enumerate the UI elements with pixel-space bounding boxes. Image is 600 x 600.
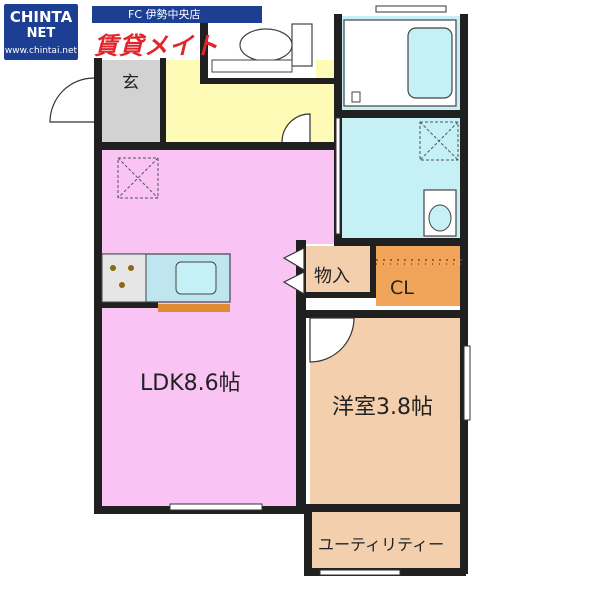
utility-label: ユーティリティー — [318, 535, 444, 554]
brand-name: 賃貸メイト — [94, 32, 219, 60]
windows — [169, 5, 471, 576]
logo-main-text: CHINTA — [9, 8, 73, 26]
storage-doors — [282, 247, 305, 296]
kitchen-sink — [175, 261, 217, 295]
chintai-logo: CHINTA NET www.chintai.net — [4, 4, 78, 60]
western-room-door — [309, 317, 355, 363]
shower-unit — [351, 91, 361, 103]
logo-url-text: www.chintai.net — [4, 46, 78, 56]
kitchen-cabinet — [158, 304, 230, 312]
ldk-label: LDK8.6帖 — [140, 371, 241, 396]
entrance-area — [100, 60, 162, 142]
hall-door — [281, 113, 311, 143]
ldk-upper-right-area — [300, 148, 336, 244]
entrance-door — [49, 77, 95, 123]
closet-area — [376, 246, 466, 306]
wash-basin — [428, 204, 452, 232]
utility-area — [310, 512, 466, 572]
toilet-tank — [291, 23, 313, 67]
stove-area — [101, 253, 147, 303]
toilet-bowl — [239, 28, 293, 62]
closet-label: CL — [390, 277, 414, 299]
storage-label: 物入 — [314, 266, 350, 287]
western-room-label: 洋室3.8帖 — [332, 395, 433, 420]
store-name: FC 伊勢中央店 — [92, 6, 262, 23]
entrance-label: 玄 — [122, 73, 139, 93]
bathtub-basin — [407, 27, 453, 99]
ldk-area — [98, 148, 302, 508]
closet-hanger-line — [376, 259, 464, 265]
toilet-sink — [211, 59, 293, 73]
logo-sub-text: NET — [26, 26, 56, 41]
ventilation-marks — [117, 121, 459, 199]
storage-area — [304, 246, 376, 294]
